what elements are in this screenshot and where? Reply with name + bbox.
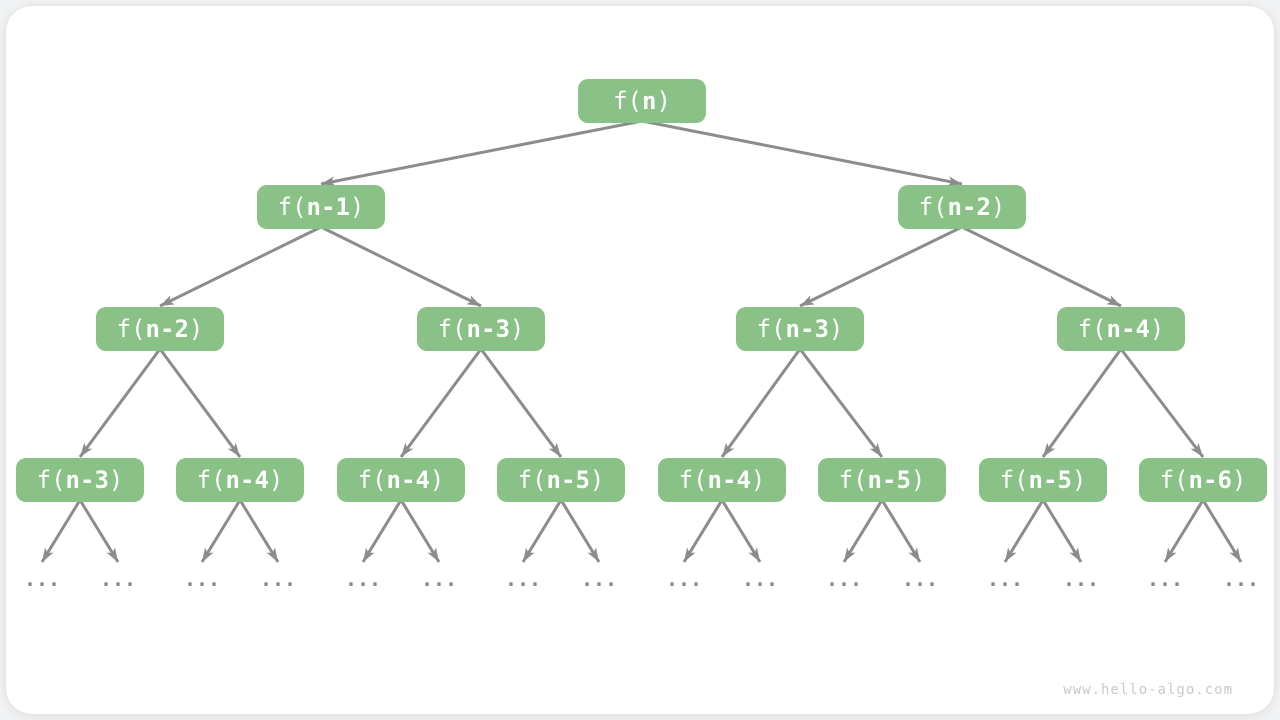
ellipsis-label: ... <box>741 567 779 591</box>
tree-node-f-n3: f(n-3) <box>16 458 144 502</box>
tree-node-f-n5: f(n-5) <box>497 458 625 502</box>
ellipsis-label: ... <box>1062 567 1100 591</box>
ellipsis-label: ... <box>825 567 863 591</box>
ellipsis-label: ... <box>183 567 221 591</box>
tree-node-f-n4: f(n-4) <box>337 458 465 502</box>
tree-node-f-n3: f(n-3) <box>736 307 864 351</box>
ellipsis-label: ... <box>665 567 703 591</box>
tree-node-f-n3: f(n-3) <box>417 307 545 351</box>
ellipsis-label: ... <box>1222 567 1260 591</box>
tree-node-f-n5: f(n-5) <box>818 458 946 502</box>
watermark: www.hello-algo.com <box>1063 682 1233 698</box>
ellipsis-label: ... <box>986 567 1024 591</box>
tree-node-f-n4: f(n-4) <box>1057 307 1185 351</box>
ellipsis-label: ... <box>1146 567 1184 591</box>
ellipsis-label: ... <box>504 567 542 591</box>
ellipsis-label: ... <box>344 567 382 591</box>
tree-node-f-n5: f(n-5) <box>979 458 1107 502</box>
tree-node-f-n2: f(n-2) <box>96 307 224 351</box>
ellipsis-label: ... <box>259 567 297 591</box>
ellipsis-label: ... <box>580 567 618 591</box>
tree-node-f-n: f(n) <box>578 79 706 123</box>
ellipsis-label: ... <box>901 567 939 591</box>
tree-node-f-n2: f(n-2) <box>898 185 1026 229</box>
tree-node-f-n6: f(n-6) <box>1139 458 1267 502</box>
ellipsis-label: ... <box>23 567 61 591</box>
ellipsis-label: ... <box>420 567 458 591</box>
tree-node-f-n1: f(n-1) <box>257 185 385 229</box>
ellipsis-label: ... <box>99 567 137 591</box>
tree-node-f-n4: f(n-4) <box>176 458 304 502</box>
tree-node-f-n4: f(n-4) <box>658 458 786 502</box>
